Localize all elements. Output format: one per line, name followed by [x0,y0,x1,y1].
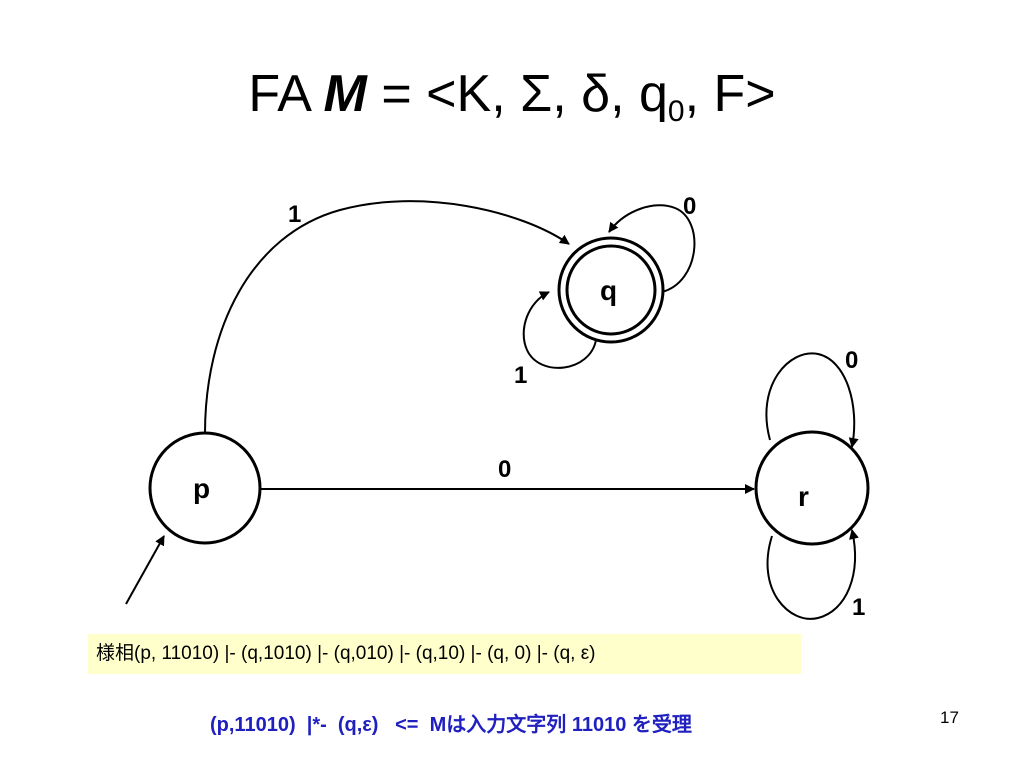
loop-r-1 [766,529,859,620]
loop-q-0 [608,204,696,293]
loop-q-0-label: 0 [683,193,696,220]
state-q-outer [557,236,665,344]
state-p-label: p [193,473,210,504]
acceptance-note: (p,11010) |*- (q,ε) <= Mは入力文字列 11010 を受理 [210,714,692,736]
loop-q-1 [522,291,597,369]
edge-p-q-label: 1 [288,201,301,228]
edge-p-q [204,200,570,434]
state-q-inner [565,244,657,336]
state-q-label: q [600,275,617,306]
state-r-label: r [798,481,809,512]
title-prefix: FA [248,65,324,123]
initial-arrow [125,535,165,605]
title-subscript: 0 [667,95,685,128]
title-middle: = <K, Σ, δ, q [366,65,668,123]
loop-q-1-label: 1 [514,362,527,389]
slide-title: FA M = <K, Σ, δ, q0, F> [0,62,1024,144]
loop-r-0 [765,352,859,448]
loop-r-0-label: 0 [845,347,858,374]
title-suffix: , F> [684,65,776,123]
title-machine: M [323,65,367,123]
configuration-sequence: 様相(p, 11010) |- (q,1010) |- (q,010) |- (… [88,634,801,674]
edge-p-r-label: 0 [498,456,511,483]
loop-r-1-label: 1 [852,594,865,621]
state-r [754,430,870,546]
page-number: 17 [940,708,959,727]
